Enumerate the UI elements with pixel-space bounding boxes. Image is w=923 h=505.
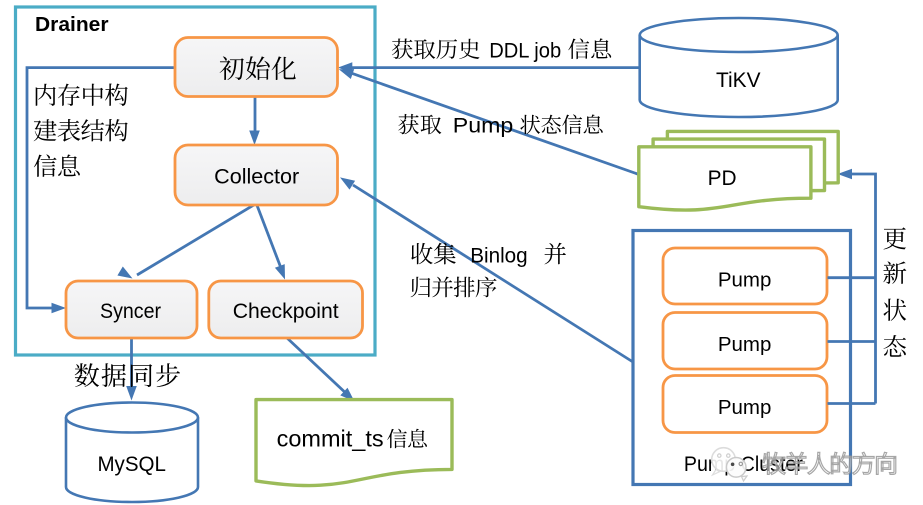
svg-text:TiKV: TiKV	[716, 68, 761, 92]
svg-text:PD: PD	[708, 166, 737, 190]
svg-text:Checkpoint: Checkpoint	[233, 299, 339, 323]
svg-text:Pump: Pump	[718, 333, 772, 356]
svg-text:Binlog: Binlog	[470, 244, 528, 268]
svg-text:Drainer: Drainer	[35, 14, 109, 36]
svg-text:DDL job: DDL job	[489, 38, 561, 62]
svg-text:Pump: Pump	[718, 269, 772, 292]
svg-text:Pump: Pump	[718, 396, 772, 419]
svg-text:commit_ts: commit_ts	[277, 425, 384, 451]
svg-text:Syncer: Syncer	[100, 299, 161, 323]
svg-text:Collector: Collector	[214, 165, 299, 189]
svg-text:MySQL: MySQL	[97, 452, 166, 476]
svg-text:Pump: Pump	[453, 114, 514, 138]
